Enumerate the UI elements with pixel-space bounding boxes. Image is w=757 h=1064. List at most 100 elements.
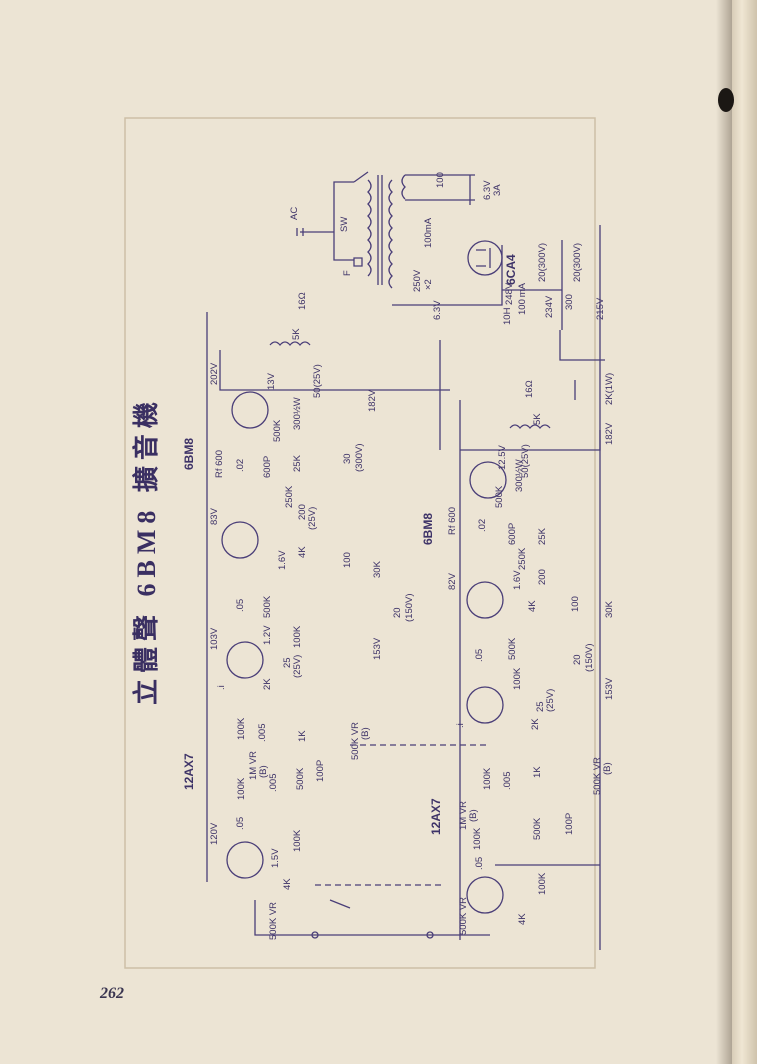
right-r4k2: 4K bbox=[517, 913, 528, 925]
right-v153: 153V bbox=[604, 677, 615, 700]
heater-lines bbox=[405, 174, 475, 205]
left-r100k3: 100K bbox=[236, 777, 247, 800]
right-pentode-tube-icon bbox=[469, 461, 507, 499]
right-v16: 1.6V bbox=[512, 570, 523, 590]
right-preamp2-tube-icon bbox=[466, 686, 504, 724]
heater-a-amp-label: 3A bbox=[492, 184, 503, 196]
transformer-primary bbox=[367, 179, 372, 277]
v248-label: 248V bbox=[504, 282, 515, 305]
left-ot-label: 5K bbox=[291, 328, 302, 340]
right-vrb: (B) bbox=[468, 809, 479, 822]
left-v153: 153V bbox=[372, 637, 383, 660]
power-supply: AC SW F 250V ×2 100mA 6.3V 3A 6.3V 100 6… bbox=[289, 171, 615, 950]
right-c200: 200 bbox=[537, 569, 548, 585]
right-r2k: 2K bbox=[530, 718, 541, 730]
left-rf600: Rf 600 bbox=[214, 450, 225, 478]
gang-link bbox=[315, 744, 490, 886]
left-c20: 20 bbox=[392, 607, 403, 618]
left-c005: .005 bbox=[257, 724, 268, 743]
right-r500k3: 500K bbox=[532, 817, 543, 840]
left-v120: 120V bbox=[209, 822, 220, 845]
right-output-transformer bbox=[509, 424, 551, 430]
v215-label: 215V bbox=[595, 297, 606, 320]
heater-a-label: 6.3V bbox=[482, 180, 493, 200]
left-triode-tube-icon bbox=[221, 521, 259, 559]
left-c02: .02 bbox=[235, 459, 246, 472]
left-preamp1-tube-icon bbox=[226, 841, 264, 879]
right-c150v: (150V) bbox=[584, 643, 595, 672]
rectifier-tube-icon bbox=[467, 240, 503, 276]
left-channel: 202V 5K 16Ω 13V 50(25V) 300½W 500K 182V … bbox=[182, 292, 450, 940]
adjacent-page-edge bbox=[732, 0, 757, 1064]
switch-label: SW bbox=[339, 217, 350, 232]
left-v103: 103V bbox=[209, 627, 220, 650]
b-plus-rail bbox=[559, 310, 605, 950]
cap1-label: 20(300V) bbox=[537, 243, 548, 282]
left-c30: 30 bbox=[342, 453, 353, 464]
right-r25k: 25K bbox=[537, 527, 548, 545]
switch-icon bbox=[353, 171, 369, 183]
ac-wiring bbox=[314, 181, 354, 261]
right-r300: 300½W bbox=[514, 459, 525, 492]
right-c25: 25 bbox=[535, 701, 546, 712]
right-ci: .i bbox=[455, 723, 466, 728]
ma-label: 100mA bbox=[423, 217, 434, 248]
right-r250k: 250K bbox=[517, 547, 528, 570]
left-c150v: (150V) bbox=[404, 593, 415, 622]
right-r4k: 4K bbox=[527, 600, 538, 612]
right-input-wiring bbox=[430, 864, 600, 936]
right-c50: 50(25V) bbox=[520, 444, 531, 478]
right-power-tube-label: 6BM8 bbox=[421, 513, 435, 545]
left-ci: .i bbox=[216, 685, 227, 690]
left-wiring bbox=[206, 312, 450, 882]
left-r1k: 1K bbox=[297, 730, 308, 742]
left-vrb: (B) bbox=[258, 765, 269, 778]
left-v13: 13V bbox=[266, 372, 277, 390]
left-preamp2-tube-icon bbox=[226, 641, 264, 679]
right-r500k2: 500K bbox=[507, 637, 518, 660]
right-input-jack-icon bbox=[426, 931, 434, 939]
right-v82: 82V bbox=[447, 572, 458, 590]
right-speaker-label: 16Ω bbox=[524, 380, 535, 398]
left-v16: 1.6V bbox=[277, 550, 288, 570]
cap2-label: 20(300V) bbox=[572, 243, 583, 282]
right-r100k4: 100K bbox=[537, 872, 548, 895]
left-r300: 300½W bbox=[292, 397, 303, 430]
left-c200: 200 bbox=[297, 504, 308, 520]
left-r100k2: 100K bbox=[236, 717, 247, 740]
r300-label: 300 bbox=[564, 294, 575, 310]
left-vr1m: 1M VR bbox=[248, 751, 259, 780]
hv-label: 250V bbox=[412, 269, 423, 292]
right-channel: 5K 16Ω 182V 12.5V 50(25V) 300½W 500K 6BM… bbox=[421, 380, 615, 940]
right-v125: 12.5V bbox=[497, 445, 508, 470]
left-output-transformer bbox=[269, 341, 311, 347]
left-c600p: 600P bbox=[262, 456, 273, 478]
right-r100k3: 100K bbox=[472, 827, 483, 850]
left-vr500b: (B) bbox=[360, 727, 371, 740]
right-r30k: 30K bbox=[604, 600, 615, 618]
fuse-icon bbox=[353, 257, 363, 267]
right-wiring bbox=[459, 380, 601, 940]
right-r100k2: 100K bbox=[482, 767, 493, 790]
page-number: 262 bbox=[100, 985, 124, 1002]
left-input-wiring bbox=[254, 899, 430, 936]
book-page bbox=[0, 0, 732, 1064]
hv-lines bbox=[392, 225, 601, 330]
heater-b-label: 6.3V bbox=[432, 300, 443, 320]
right-vr1m: 1M VR bbox=[458, 801, 469, 830]
ac-label: AC bbox=[289, 207, 300, 220]
transformer-secondary bbox=[388, 179, 393, 289]
left-r500k3: 500K bbox=[295, 767, 306, 790]
page-binding-shadow bbox=[716, 0, 732, 1064]
right-vr500: 500K VR bbox=[592, 757, 603, 795]
right-rf600: Rf 600 bbox=[447, 507, 458, 535]
left-input-jack-icon bbox=[311, 931, 319, 939]
right-r100k: 100K bbox=[512, 667, 523, 690]
choke-label: 10H bbox=[502, 307, 513, 325]
left-c25: 25 bbox=[282, 657, 293, 668]
right-c005: .005 bbox=[502, 772, 513, 791]
right-c05b: .05 bbox=[474, 857, 485, 870]
left-r250k: 250K bbox=[284, 485, 295, 508]
left-vr500: 500K VR bbox=[350, 722, 361, 760]
